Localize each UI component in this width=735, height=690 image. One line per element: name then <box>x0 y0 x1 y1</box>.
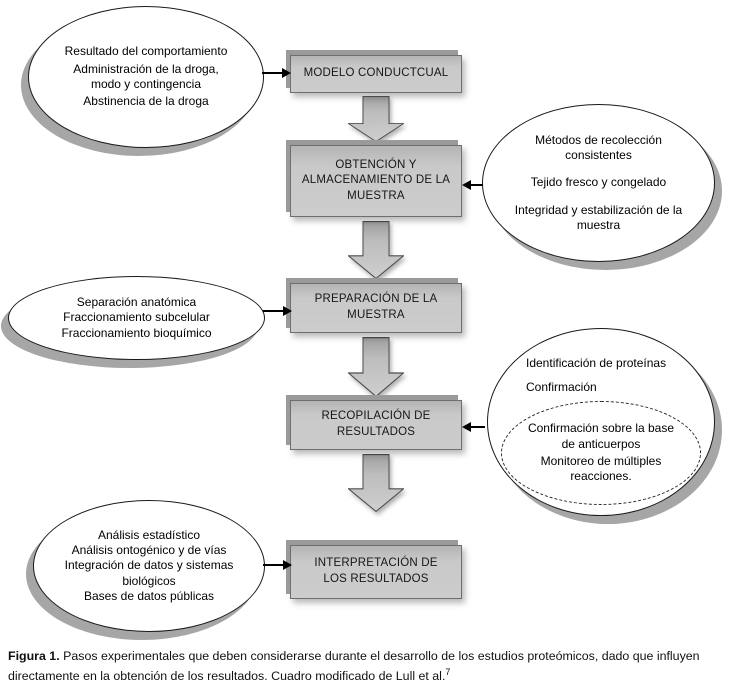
annotation-line: Integridad y estabilización de la muestr… <box>514 202 683 233</box>
step-box-obtencion-almacenamiento: OBTENCIÓN Y ALMACENAMIENTO DE LA MUESTRA <box>290 145 462 217</box>
figure-reference: 7 <box>445 666 451 677</box>
step-label: MODELO CONDUCTCUAL <box>303 67 449 80</box>
ellipse-sample-collection: Métodos de recolección consistentes Teji… <box>482 104 715 262</box>
annotation-group: Identificación de proteínas Confirmación <box>488 329 714 396</box>
step-box-modelo-conductual: MODELO CONDUCTCUAL <box>290 55 462 93</box>
step-label: INTERPRETACIÓN DE LOS RESULTADOS <box>314 557 438 585</box>
figure-caption: Figura 1. Pasos experimentales que deben… <box>8 648 729 686</box>
left-arrow-icon <box>462 180 483 190</box>
down-arrow-icon <box>348 96 404 142</box>
ellipse-data-interpretation: Análisis estadístico Análisis ontogénico… <box>33 500 265 632</box>
figure-caption-text: Pasos experimentales que deben considera… <box>8 649 700 684</box>
step-box-preparacion-muestra: PREPARACIÓN DE LA MUESTRA <box>290 283 462 333</box>
ellipse-sample-preparation: Separación anatómica Fraccionamiento sub… <box>8 276 265 360</box>
right-arrow-icon <box>263 306 292 316</box>
step-box-interpretacion-resultados: INTERPRETACIÓN DE LOS RESULTADOS <box>290 545 462 599</box>
annotation-line: Análisis ontogénico y de vías <box>71 542 227 557</box>
step-label: RECOPILACIÓN DE RESULTADOS <box>321 410 431 438</box>
ellipse-behavioral-inputs: Resultado del comportamiento Administrac… <box>28 6 264 148</box>
step-box-recopilacion-resultados: RECOPILACIÓN DE RESULTADOS <box>290 400 462 450</box>
down-arrow-icon <box>348 454 404 512</box>
left-arrow-icon <box>462 422 485 432</box>
annotation-line: Monitoreo de múltiples reacciones. <box>540 454 662 484</box>
annotation-line: Integración de datos y sistemas biológic… <box>64 558 234 588</box>
right-arrow-icon <box>263 560 292 570</box>
dashed-ellipse-confirmation: Confirmación sobre la base de anticuerpo… <box>501 401 701 505</box>
annotation-line: Análisis estadístico <box>97 527 201 542</box>
annotation-line: Bases de datos públicas <box>83 589 215 604</box>
step-label: PREPARACIÓN DE LA MUESTRA <box>314 293 438 321</box>
annotation-line: Resultado del comportamiento <box>64 44 228 59</box>
annotation-line: Separación anatómica <box>76 294 197 309</box>
annotation-line: Confirmación sobre la base de anticuerpo… <box>527 421 675 451</box>
annotation-line: Tejido fresco y congelado <box>530 175 667 190</box>
down-arrow-icon <box>348 221 404 279</box>
annotation-line: Confirmación <box>526 380 597 395</box>
annotation-line: Identificación de proteínas <box>526 356 667 370</box>
annotation-line: Fraccionamiento subcelular <box>63 310 210 325</box>
down-arrow-icon <box>348 337 404 397</box>
annotation-line: Métodos de recolección consistentes <box>535 132 662 162</box>
annotation-line: Fraccionamiento bioquímico <box>61 325 212 340</box>
figure-label: Figura 1. <box>8 649 60 663</box>
right-arrow-icon <box>262 68 291 78</box>
ellipse-results-compilation: Identificación de proteínas Confirmación… <box>487 328 715 516</box>
step-label: OBTENCIÓN Y ALMACENAMIENTO DE LA MUESTRA <box>301 158 451 202</box>
annotation-line: Administración de la droga, modo y conti… <box>73 61 219 91</box>
annotation-line: Abstinencia de la droga <box>83 94 209 109</box>
